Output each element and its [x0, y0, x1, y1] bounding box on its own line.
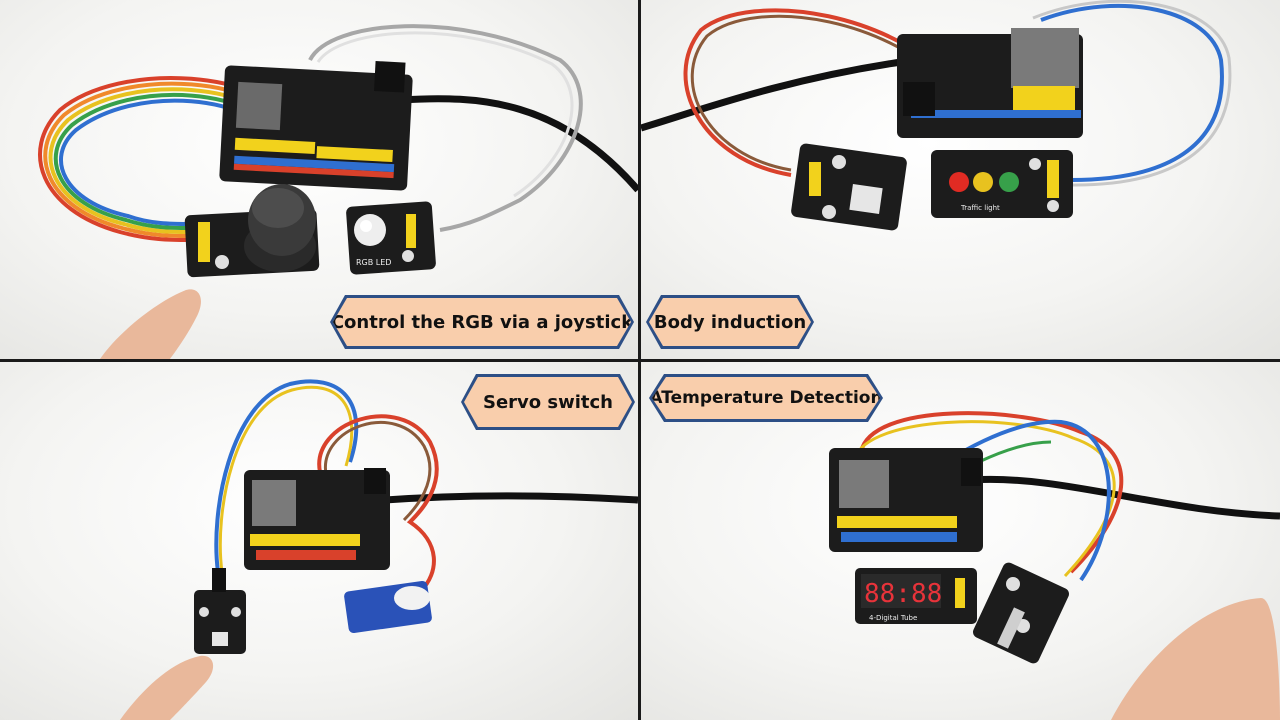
display-module-label: 4-Digital Tube — [869, 614, 917, 622]
temperature-scene: 88:88 4-Digital Tube — [829, 411, 1280, 720]
display-digits: 88:88 — [864, 579, 942, 609]
body-induction-scene: Traffic light — [641, 0, 1232, 231]
panel-servo-switch: Servo switch — [0, 362, 638, 720]
caption-top-right: Body induction — [649, 298, 811, 346]
caption-top-left: Control the RGB via a joystick — [333, 298, 631, 346]
caption-bottom-right: ATemperature Detection — [652, 377, 880, 419]
panel-body-induction: Traffic light Body induction — [641, 0, 1280, 359]
servo-scene — [120, 379, 638, 720]
panel-temperature-detection: 88:88 4-Digital Tube ATemperature Detect… — [641, 362, 1280, 720]
panel-joystick-rgb: RGB LED Control the RGB via a joystick — [0, 0, 638, 359]
caption-bottom-left: Servo switch — [464, 377, 632, 427]
rgb-module-label: RGB LED — [356, 258, 391, 267]
traffic-module-label: Traffic light — [960, 204, 1000, 212]
joystick-scene: RGB LED — [38, 24, 638, 359]
